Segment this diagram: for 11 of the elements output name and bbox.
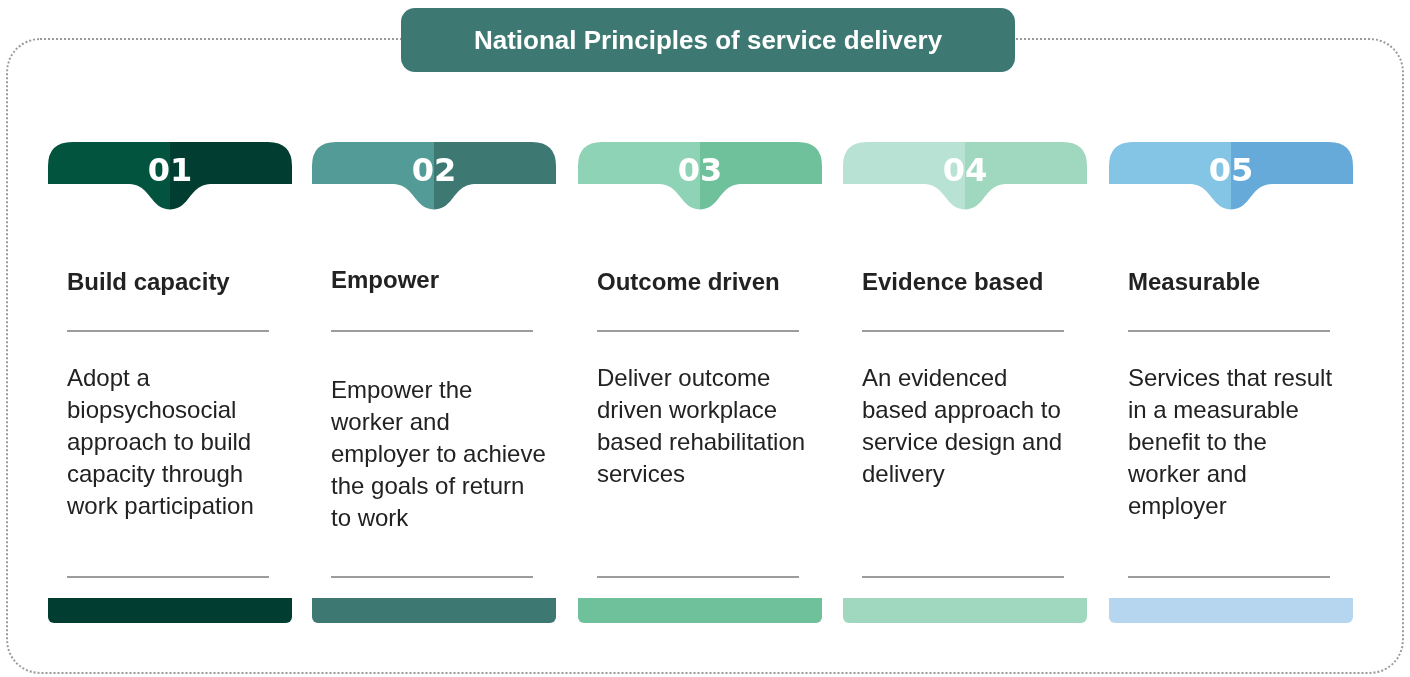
principle-heading: Build capacity bbox=[67, 268, 231, 297]
title-banner: National Principles of service delivery bbox=[401, 8, 1015, 72]
principle-description: Empower the worker and employer to achieve the goals of return to work bbox=[331, 375, 547, 533]
principle-description: Adopt a biopsychosocial approach to build capacity through work participation bbox=[67, 363, 255, 521]
principle-heading: Outcome driven bbox=[597, 268, 781, 297]
principle-heading: Measurable bbox=[1128, 268, 1262, 297]
principle-heading: Evidence based bbox=[862, 268, 1045, 297]
principle-description: Deliver outcome driven workplace based rehabilitation services bbox=[597, 363, 807, 489]
principle-description: Services that result in a measurable benefit to the worker and employer bbox=[1128, 363, 1334, 521]
principle-heading: Empower bbox=[331, 266, 441, 295]
principle-description: An evidenced based approach to service design and delivery bbox=[862, 363, 1064, 489]
